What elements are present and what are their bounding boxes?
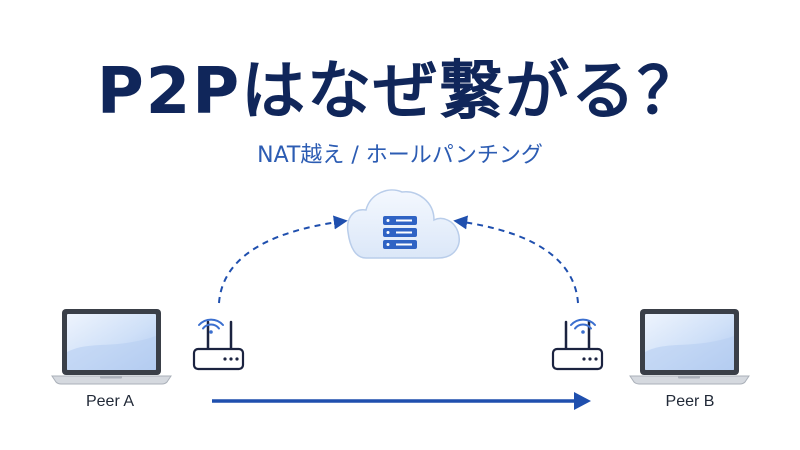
- laptop-icon: [629, 309, 750, 385]
- router-icon: [551, 320, 604, 371]
- dashed-arrow-left: [218, 215, 348, 304]
- router-icon: [192, 320, 245, 371]
- wifi-icon: [570, 318, 596, 334]
- cloud-server-icon: [346, 189, 460, 259]
- laptop-icon: [51, 309, 172, 385]
- page-title: P2Pはなぜ繋がる？: [96, 55, 704, 129]
- wifi-icon: [198, 318, 224, 334]
- peer-b-label: Peer B: [665, 393, 715, 410]
- server-icon: [383, 216, 417, 249]
- peer-a-label: Peer A: [85, 393, 135, 410]
- dashed-arrow-right: [453, 215, 579, 304]
- page-subtitle: NAT越え / ホールパンチング: [257, 143, 543, 168]
- direct-connection-arrow: [212, 392, 591, 410]
